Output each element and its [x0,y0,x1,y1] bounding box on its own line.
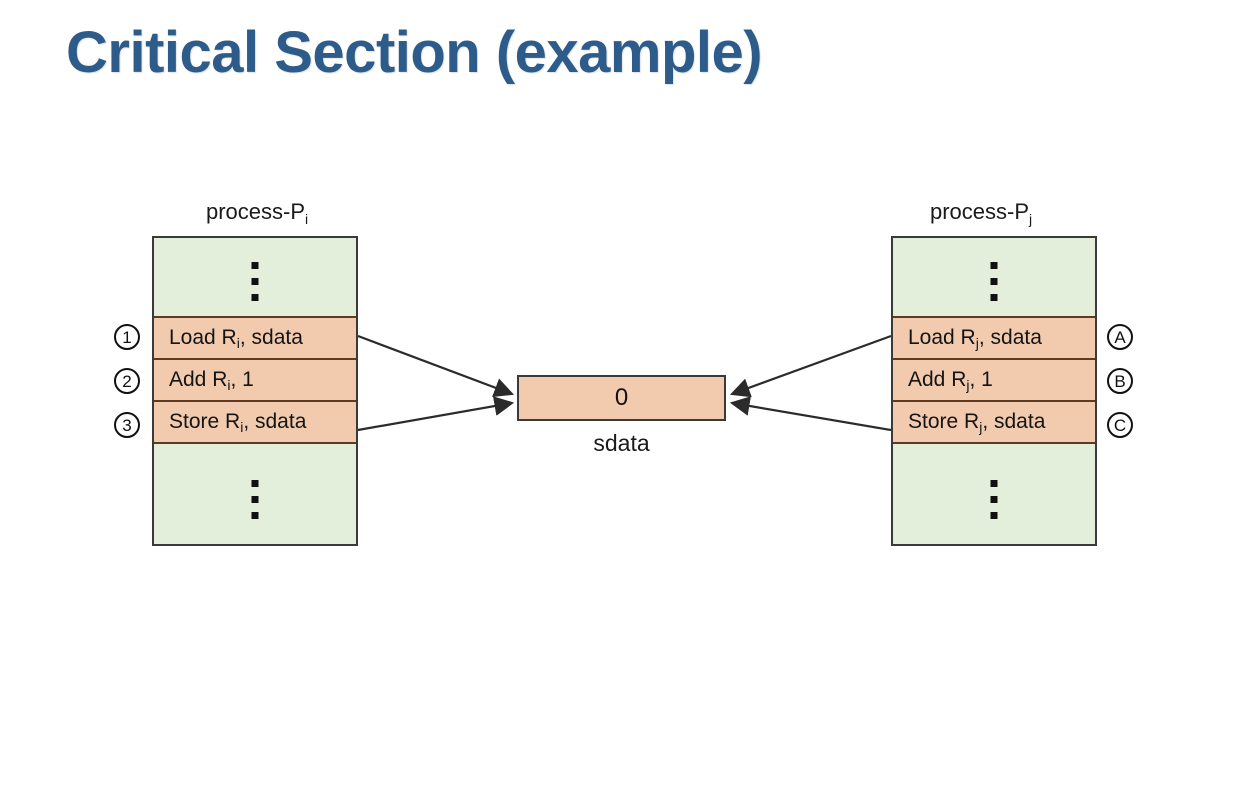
step-marker-3: 3 [114,412,140,438]
step-marker-c: C [1107,412,1133,438]
process-label-pj-subscript: j [1029,211,1033,227]
step-marker-a: A [1107,324,1133,350]
process-label-pi-subscript: i [305,211,309,227]
arrow-right-load-to-sdata [729,334,892,398]
arrow-left-store-to-sdata [357,396,515,432]
step-marker-1: 1 [114,324,140,350]
instruction-operands: , 1 [230,368,254,391]
shared-data-box: 0 [517,375,726,421]
instruction-reg-subscript: i [240,419,244,435]
instruction-operands: , sdata [239,326,303,349]
instruction-op: Load R [169,326,237,349]
instruction-reg-subscript: j [966,377,970,393]
vertical-ellipsis-icon [251,480,259,519]
instruction-operands: , 1 [969,368,993,391]
arrow-left-load-to-sdata [357,334,515,398]
process-label-pi-text: process-P [206,199,306,224]
vertical-ellipsis-icon [990,262,998,301]
step-marker-2: 2 [114,368,140,394]
instruction-op: Store R [169,410,241,433]
shared-data-label: sdata [593,430,650,456]
process-pi-postamble-segment [154,448,356,544]
process-label-pi: process-Pi [206,199,309,227]
arrow-right-store-to-sdata [729,396,892,432]
instruction-reg-subscript: i [227,377,231,393]
instruction-operands: , sdata [982,410,1046,433]
instruction-reg-subscript: j [975,335,979,351]
instruction-reg-subscript: j [979,419,983,435]
process-pj-postamble-segment [893,448,1095,544]
instruction-operands: , sdata [978,326,1042,349]
instruction-op: Add R [908,368,967,391]
vertical-ellipsis-icon [251,262,259,301]
process-pi-preamble-segment [154,238,356,316]
instruction-reg-subscript: i [236,335,240,351]
instruction-op: Store R [908,410,980,433]
vertical-ellipsis-icon [990,480,998,519]
instruction-operands: , sdata [243,410,307,433]
process-label-pj: process-Pj [930,199,1033,227]
instruction-op: Load R [908,326,976,349]
process-label-pj-text: process-P [930,199,1030,224]
page-title: Critical Section (example) [66,20,763,85]
process-pj-preamble-segment [893,238,1095,316]
step-marker-b: B [1107,368,1133,394]
instruction-op: Add R [169,368,228,391]
